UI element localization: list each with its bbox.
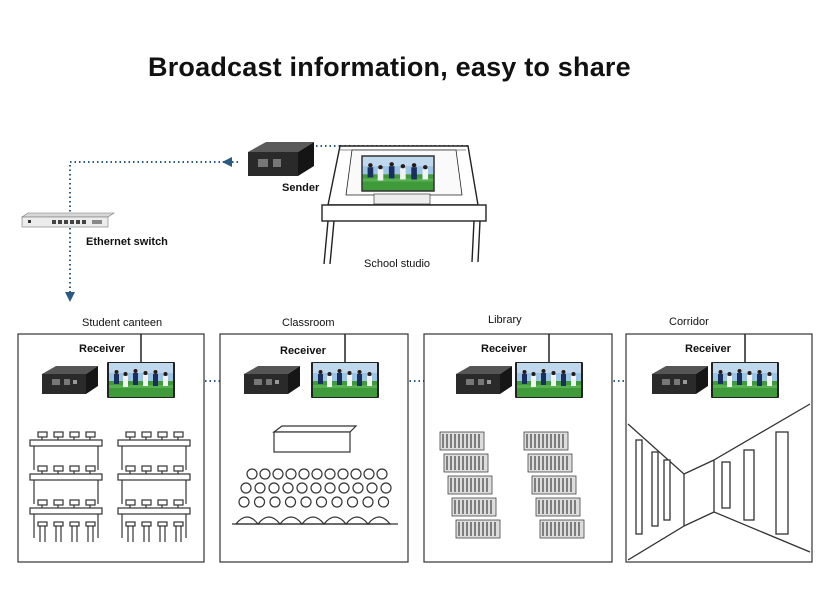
page-title: Broadcast information, easy to share <box>148 52 631 82</box>
receiver-label-library: Receiver <box>481 343 527 355</box>
tv-screen-icon <box>107 362 175 398</box>
library-bookshelves <box>439 431 585 539</box>
zone-name-corridor: Corridor <box>669 316 709 328</box>
arrowhead-canteen <box>65 292 75 302</box>
canteen-tables <box>29 431 191 542</box>
classroom-seats <box>232 425 398 525</box>
receiver-device-icon <box>244 366 300 394</box>
receiver-label-canteen: Receiver <box>79 343 125 355</box>
ethernet-switch-icon <box>21 212 115 228</box>
switch-label: Ethernet switch <box>86 236 168 248</box>
receiver-label-classroom: Receiver <box>280 345 326 357</box>
arrowhead-sender <box>222 157 232 167</box>
zone-name-canteen: Student canteen <box>82 317 163 329</box>
tv-screen-icon <box>711 362 779 398</box>
zone-canteen <box>17 333 205 563</box>
sender-to-switch-line <box>69 161 238 212</box>
sender-device-icon <box>248 142 314 176</box>
receiver-label-corridor: Receiver <box>685 343 731 355</box>
receiver-device-icon <box>456 366 512 394</box>
tv-screen-icon <box>515 362 583 398</box>
zone-name-library: Library <box>488 314 522 326</box>
tv-screen-icon <box>311 362 379 398</box>
sender-label: Sender <box>282 182 320 194</box>
studio-screen <box>361 155 435 192</box>
receiver-device-icon <box>42 366 98 394</box>
corridor-doors <box>627 403 811 561</box>
receiver-device-icon <box>652 366 708 394</box>
zone-boxes <box>17 333 813 563</box>
studio-label: School studio <box>364 258 431 270</box>
zone-name-classroom: Classroom <box>282 317 335 329</box>
